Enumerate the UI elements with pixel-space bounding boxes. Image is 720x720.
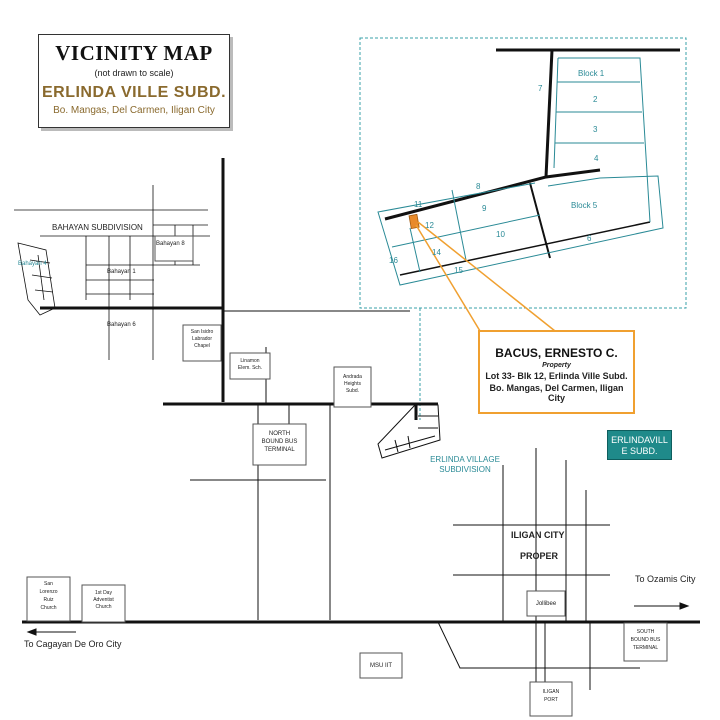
owner-callout: BACUS, ERNESTO C. Property Lot 33- Blk 1… (478, 330, 635, 414)
label-lot10: 10 (496, 230, 505, 239)
label-first-day-church: 1st Day Adventist Church (93, 590, 114, 610)
owner-lot: Lot 33- Blk 12, Erlinda Ville Subd. (485, 371, 628, 381)
label-lot12: 12 (425, 221, 434, 230)
place-boxes (26, 235, 668, 717)
label-block5: Block 5 (571, 201, 598, 210)
inset-frame (359, 37, 687, 309)
label-iligan-proper-1: ILIGAN CITY (511, 530, 565, 540)
label-lot15: 15 (454, 266, 463, 275)
label-lot4: 4 (594, 154, 599, 163)
owner-name: BACUS, ERNESTO C. (495, 346, 618, 360)
inset-blocks (377, 57, 664, 286)
subdivision-title: ERLINDA VILLE SUBD. (41, 84, 227, 101)
label-san-lorenzo: San Lorenzo Ruiz Church (39, 581, 58, 611)
label-lot2: 2 (593, 95, 598, 104)
label-bahayan4: Bahayan 4 (18, 261, 47, 267)
label-iligan-port: ILIGAN PORT (542, 689, 560, 703)
label-to-cagayan: To Cagayan De Oro City (24, 639, 122, 649)
label-bahayan8: Bahayan 8 (156, 241, 185, 247)
bahayan4-block (17, 242, 56, 316)
label-lot3: 3 (593, 125, 598, 134)
erlinda-ville-box: ERLINDAVILL E SUBD. (607, 430, 672, 460)
label-lot14: 14 (432, 248, 441, 257)
scale-note: (not drawn to scale) (94, 68, 174, 78)
iligan-grid (437, 448, 640, 700)
label-msu-iit: MSU IIT (370, 663, 392, 669)
label-linamon-school: Linamon Elem. Sch. (237, 358, 263, 371)
label-jollibee: Jollibee (535, 601, 557, 607)
property-leader (415, 221, 556, 332)
inset-roads (384, 48, 680, 276)
label-lot9: 9 (482, 204, 487, 213)
label-to-ozamis: To Ozamis City (635, 574, 696, 584)
map-title: VICINITY MAP (55, 41, 213, 65)
label-south-terminal: SOUTH BOUND BUS TERMINAL (630, 629, 661, 651)
label-bahayan6: Bahayan 6 (107, 322, 136, 328)
erlinda-village-block (377, 404, 441, 459)
label-andrada-heights: Andrada Heights Subd. (343, 374, 362, 394)
direction-arrows (26, 602, 690, 636)
label-iligan-proper-2: PROPER (520, 551, 559, 561)
label-lot6: 6 (587, 234, 592, 243)
title-box: VICINITY MAP (not drawn to scale) ERLIND… (38, 34, 230, 128)
label-san-isidro-chapel: San Isidro Labrador Chapel (190, 329, 214, 349)
label-bahayan-subdivision: BAHAYAN SUBDIVISION (52, 223, 143, 232)
label-lot7: 7 (538, 84, 543, 93)
owner-address: Bo. Mangas, Del Carmen, Iligan City (489, 383, 624, 403)
owner-property-label: Property (542, 362, 571, 369)
label-bahayan1: Bahayan 1 (107, 269, 136, 275)
subdivision-address: Bo. Mangas, Del Carmen, Iligan City (53, 105, 215, 116)
label-lot11: 11 (414, 200, 423, 209)
label-lot8: 8 (476, 182, 481, 191)
middle-roads (163, 347, 438, 620)
label-north-terminal: NORTH BOUND BUS TERMINAL (261, 431, 298, 453)
label-lot16: 16 (389, 256, 398, 265)
label-erlinda-village: ERLINDA VILLAGE SUBDIVISION (430, 455, 500, 474)
bahayan-roads (14, 158, 410, 402)
label-block1: Block 1 (578, 69, 605, 78)
